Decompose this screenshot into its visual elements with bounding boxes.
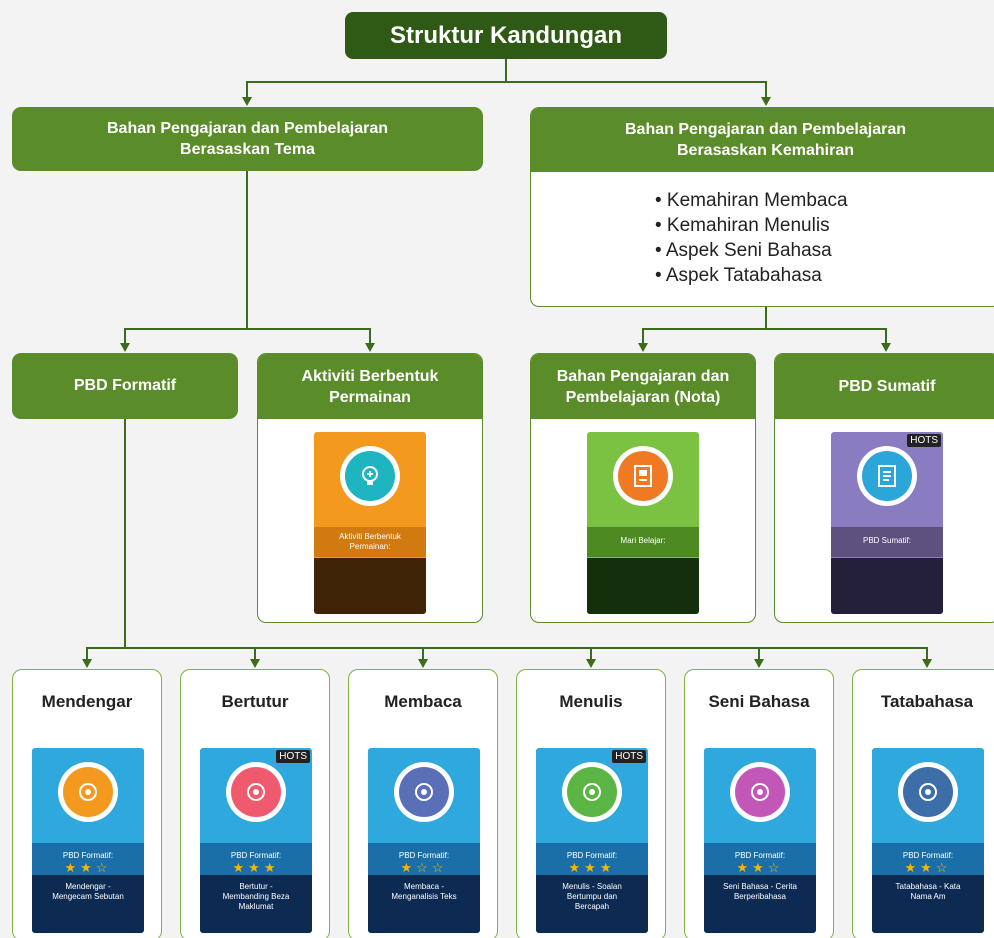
star-rating: ★★★ (536, 860, 648, 876)
star-rating: ★☆☆ (368, 860, 480, 876)
star-empty-icon: ☆ (431, 860, 448, 875)
skill-thumbnail[interactable]: PBD Formatif:★★☆Seni Bahasa - Cerita Ber… (704, 748, 816, 933)
star-empty-icon: ☆ (95, 860, 112, 875)
list-item: • Kemahiran Membaca (655, 190, 848, 211)
skill-thumbnail[interactable]: PBD Formatif:★★☆Mendengar - Mengecam Seb… (32, 748, 144, 933)
root-node: Struktur Kandungan (345, 12, 667, 59)
pbd-label: PBD Formatif: (566, 851, 618, 860)
skill-title: Membaca (384, 692, 462, 711)
star-filled-icon: ★ (400, 860, 417, 875)
star-rating: ★★☆ (704, 860, 816, 876)
star-empty-icon: ☆ (935, 860, 952, 875)
skill-title: Seni Bahasa (708, 692, 810, 711)
star-empty-icon: ☆ (767, 860, 784, 875)
pbd-label: PBD Formatif: (734, 851, 786, 860)
star-filled-icon: ★ (736, 860, 753, 875)
pbd-label: PBD Formatif: (62, 851, 114, 860)
aktiviti-card[interactable]: Aktiviti Berbentuk Permainan Aktiviti Be… (257, 353, 483, 623)
list-item: • Kemahiran Menulis (655, 215, 830, 236)
skill-thumbnail[interactable]: PBD Formatif:★★☆Tatabahasa - Kata Nama A… (872, 748, 984, 933)
star-rating: ★★☆ (872, 860, 984, 876)
headphones-icon (63, 767, 113, 817)
star-filled-icon: ★ (752, 860, 768, 875)
reader-icon (399, 767, 449, 817)
nota-title: Bahan Pengajaran dan Pembelajaran (Nota) (531, 354, 755, 419)
pencil-icon (567, 767, 617, 817)
checklist-icon (862, 451, 912, 501)
skill-thumbnail[interactable]: PBD Formatif:★☆☆Membaca - Menganalisis T… (368, 748, 480, 933)
pbd-label: PBD Formatif: (230, 851, 282, 860)
star-filled-icon: ★ (80, 860, 96, 875)
skill-title: Mendengar (41, 692, 133, 711)
skill-description: Menulis - Soalan Bertumpu dan Bercapah (562, 882, 622, 911)
nota-caption: Mari Belajar: (620, 536, 666, 545)
sumatif-title: PBD Sumatif (775, 354, 994, 419)
lightbulb-icon (345, 451, 395, 501)
skill-description: Seni Bahasa - Cerita Berperibahasa (723, 882, 797, 901)
skill-title: Tatabahasa (880, 692, 974, 711)
sumatif-card[interactable]: PBD Sumatif HOTS PBD Sumatif: (774, 353, 994, 623)
skill-description: Membaca - Menganalisis Teks (391, 882, 457, 901)
aktiviti-title: Aktiviti Berbentuk Permainan (258, 354, 482, 419)
star-filled-icon: ★ (904, 860, 921, 875)
nota-card[interactable]: Bahan Pengajaran dan Pembelajaran (Nota)… (530, 353, 756, 623)
theatre-masks-icon (735, 767, 785, 817)
speech-bubble-icon (231, 767, 281, 817)
hots-badge: HOTS (907, 434, 941, 447)
pbd-label: PBD Formatif: (398, 851, 450, 860)
star-filled-icon: ★ (920, 860, 936, 875)
skill-based-node: Bahan Pengajaran dan Pembelajaran Berasa… (530, 107, 994, 307)
skill-title: Menulis (559, 692, 623, 711)
star-filled-icon: ★ (568, 860, 585, 875)
star-filled-icon: ★ (232, 860, 249, 875)
skill-description: Bertutur - Membanding Beza Maklumat (222, 882, 290, 911)
skill-description: Mendengar - Mengecam Sebutan (52, 882, 124, 901)
star-filled-icon: ★ (584, 860, 600, 875)
star-filled-icon: ★ (64, 860, 81, 875)
nota-thumbnail[interactable]: Mari Belajar: (587, 432, 699, 614)
skill-title: Bertutur (221, 692, 289, 711)
hots-badge: HOTS (276, 750, 310, 763)
star-rating: ★★★ (200, 860, 312, 876)
star-filled-icon: ★ (248, 860, 264, 875)
aktiviti-thumbnail[interactable]: Aktiviti Berbentuk Permainan: (314, 432, 426, 614)
skill-description: Tatabahasa - Kata Nama Am (895, 882, 961, 901)
sumatif-caption: PBD Sumatif: (862, 536, 911, 545)
skill-based-title: Bahan Pengajaran dan Pembelajaran Berasa… (531, 108, 994, 172)
pbd-label: PBD Formatif: (902, 851, 954, 860)
star-filled-icon: ★ (263, 860, 280, 875)
star-rating: ★★☆ (32, 860, 144, 876)
pbd-formatif-node: PBD Formatif (12, 353, 238, 419)
list-item: • Aspek Seni Bahasa (655, 240, 832, 261)
theme-based-node: Bahan Pengajaran dan Pembelajaran Berasa… (12, 107, 483, 171)
sumatif-thumbnail[interactable]: HOTS PBD Sumatif: (831, 432, 943, 614)
document-icon (618, 451, 668, 501)
text-lines-icon (903, 767, 953, 817)
star-empty-icon: ☆ (416, 860, 432, 875)
aktiviti-caption: Aktiviti Berbentuk Permainan: (339, 532, 401, 551)
star-filled-icon: ★ (599, 860, 616, 875)
skill-based-list: • Kemahiran Membaca • Kemahiran Menulis … (531, 172, 994, 288)
list-item: • Aspek Tatabahasa (655, 265, 822, 286)
hots-badge: HOTS (612, 750, 646, 763)
